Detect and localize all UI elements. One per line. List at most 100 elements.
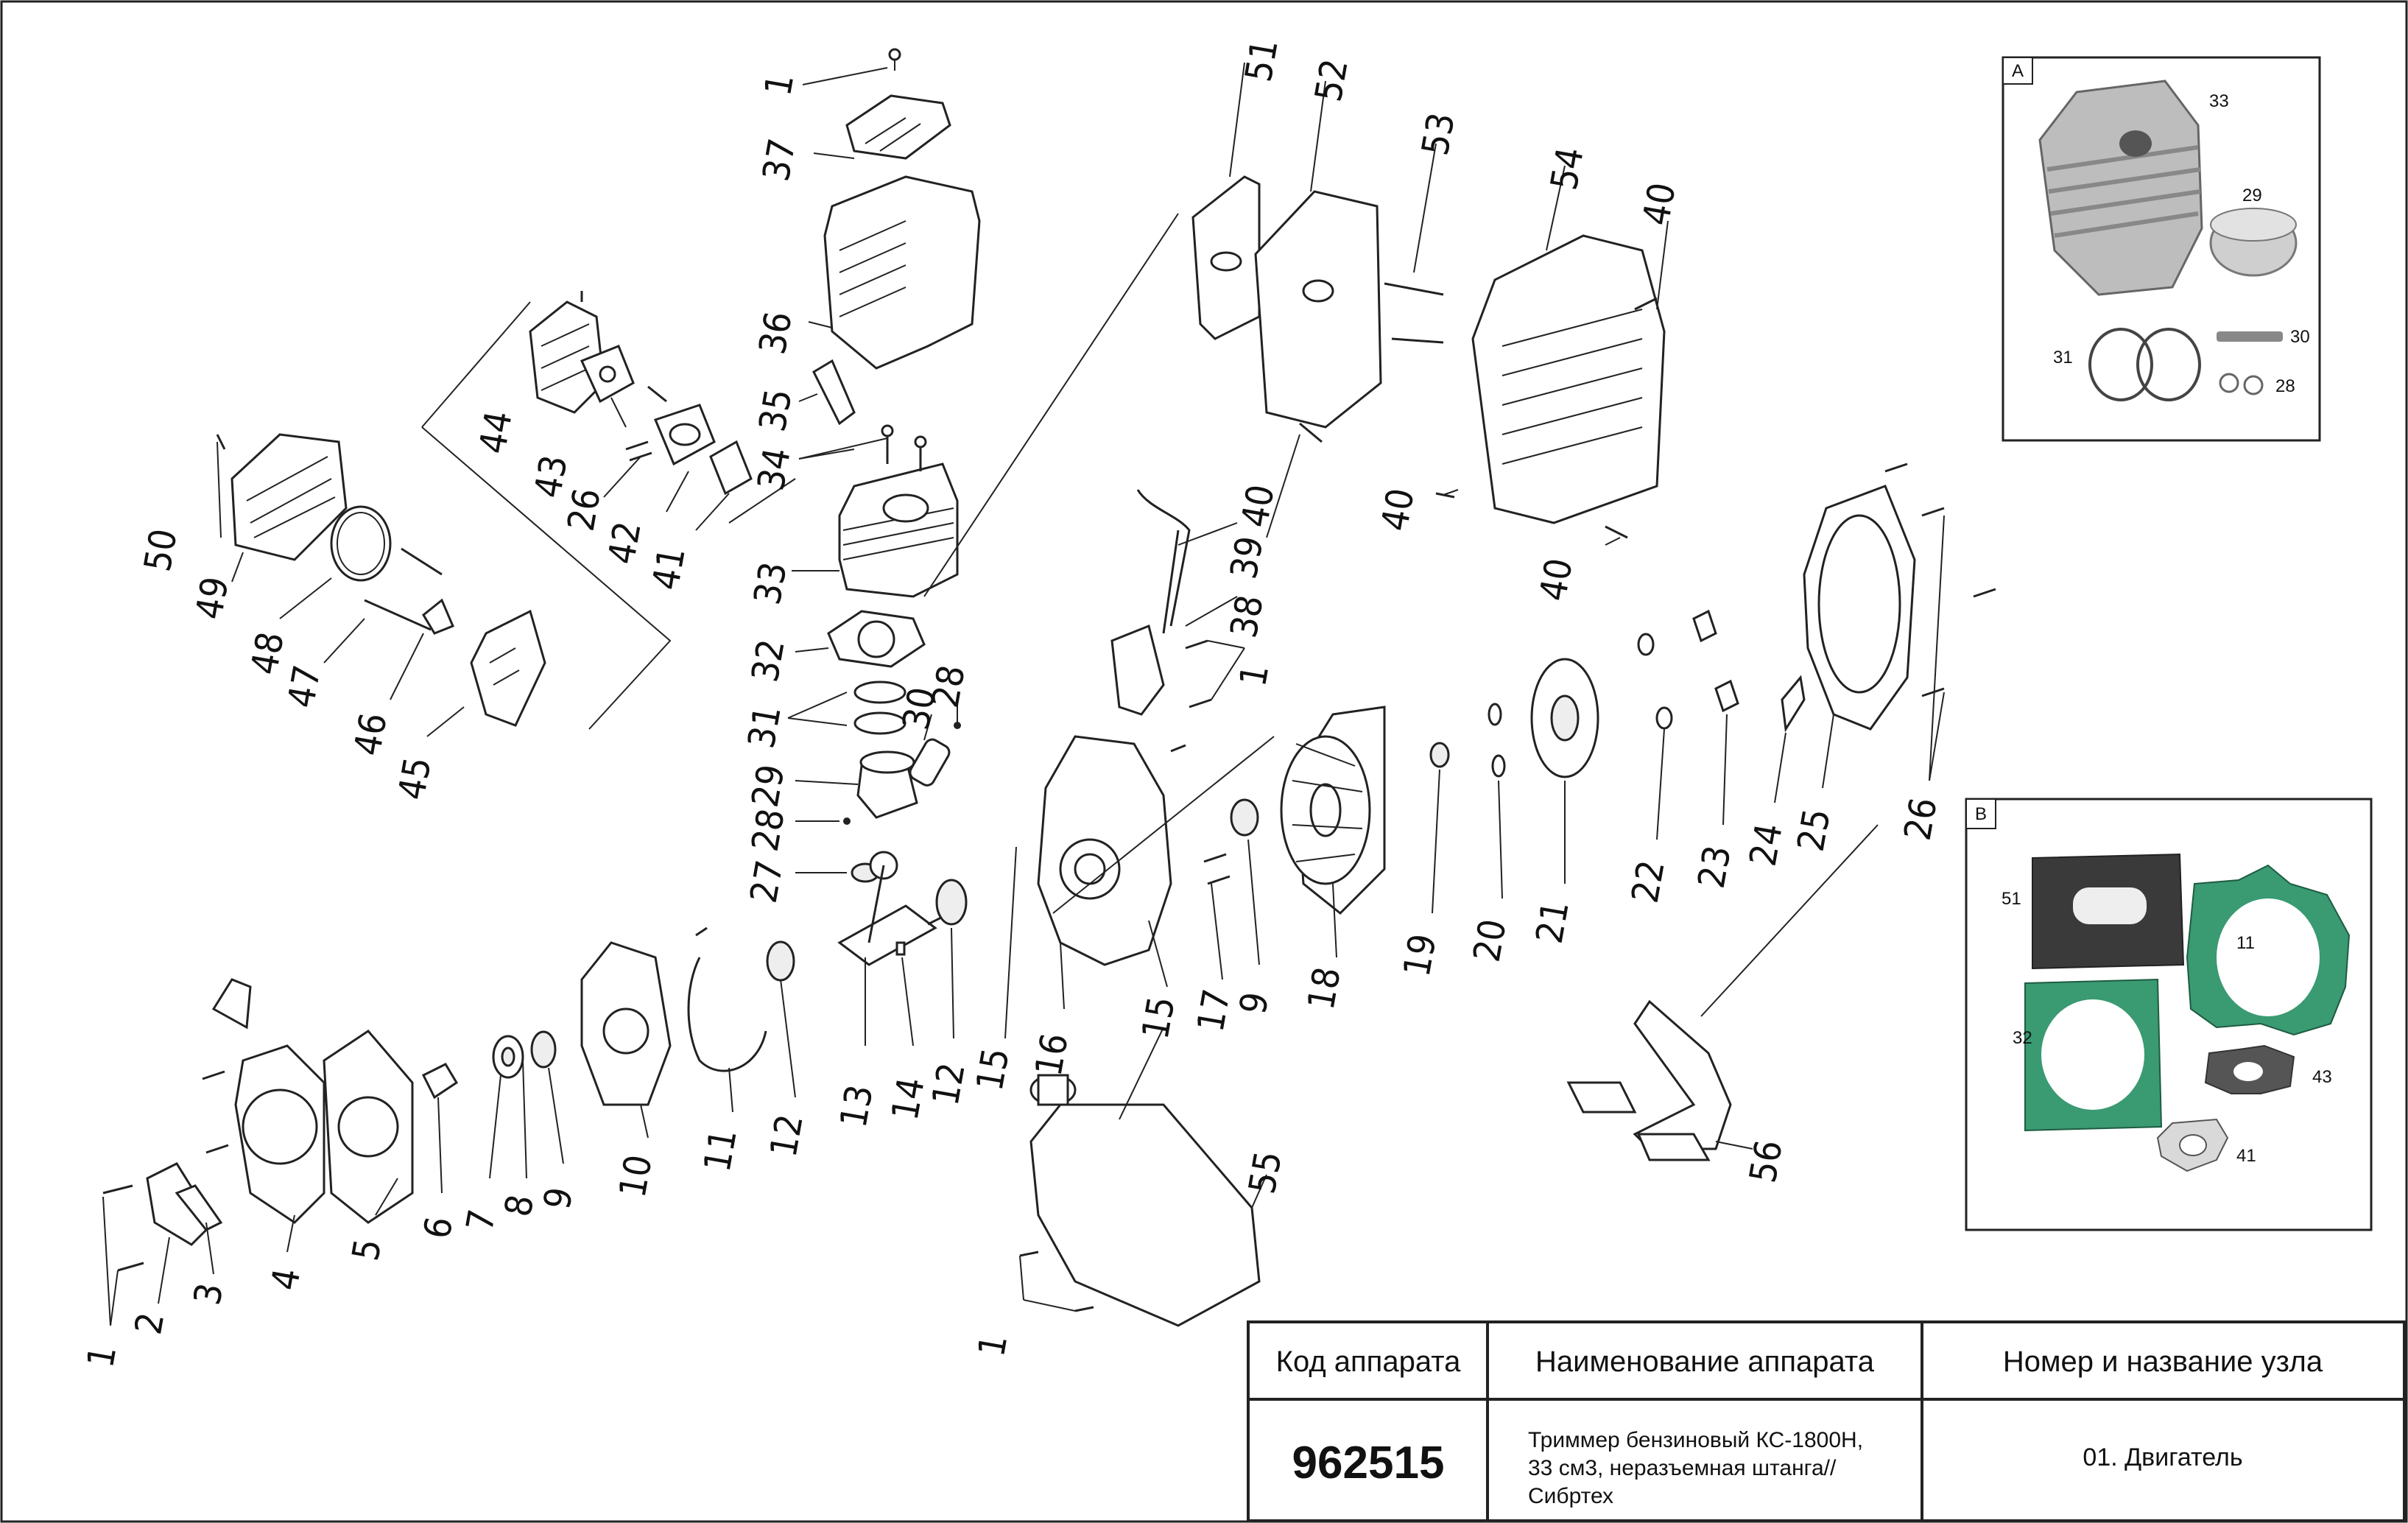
callout-c27: 27 bbox=[742, 857, 792, 906]
callout-c40a: 40 bbox=[1635, 180, 1684, 228]
callout-c39: 39 bbox=[1222, 533, 1272, 582]
callout-c40c: 40 bbox=[1373, 485, 1423, 534]
callout-c12a: 12 bbox=[924, 1060, 974, 1108]
callout-c31: 31 bbox=[740, 703, 789, 751]
callout-c26b: 26 bbox=[1896, 795, 1946, 843]
callout-c15a: 15 bbox=[968, 1045, 1018, 1094]
connector-lines bbox=[102, 62, 1945, 1326]
inset-a-piston-kit: A 33 29 31 30 28 bbox=[2002, 56, 2321, 442]
callout-c9b: 9 bbox=[535, 1184, 581, 1212]
callout-c41: 41 bbox=[644, 544, 694, 593]
clip-icon bbox=[2243, 375, 2264, 395]
callout-c16: 16 bbox=[1027, 1030, 1077, 1079]
callout-c47: 47 bbox=[280, 662, 329, 711]
callout-c21: 21 bbox=[1528, 898, 1577, 946]
header-code: Код аппарата bbox=[1276, 1346, 1461, 1378]
callout-c13: 13 bbox=[832, 1082, 881, 1130]
callout-c25: 25 bbox=[1789, 806, 1839, 854]
callout-c1b: 1 bbox=[1231, 661, 1277, 689]
callout-c18: 18 bbox=[1300, 964, 1349, 1013]
inset-a-label-30: 30 bbox=[2290, 327, 2310, 347]
callout-c22: 22 bbox=[1624, 857, 1673, 906]
callout-c1a: 1 bbox=[756, 71, 802, 99]
inset-a-label-29: 29 bbox=[2242, 186, 2262, 205]
inset-a-label-31: 31 bbox=[2053, 348, 2073, 367]
callout-c44: 44 bbox=[471, 408, 521, 457]
callout-c38: 38 bbox=[1222, 592, 1272, 641]
callout-c36: 36 bbox=[751, 309, 800, 357]
callout-c51: 51 bbox=[1237, 36, 1286, 85]
callout-c11: 11 bbox=[696, 1126, 745, 1175]
device-name-line2: 33 см3, неразъемная штанга// bbox=[1528, 1456, 1837, 1480]
inset-b-label-11: 11 bbox=[2236, 933, 2255, 953]
callout-c24: 24 bbox=[1742, 820, 1791, 869]
callout-c46: 46 bbox=[346, 710, 395, 759]
inset-a-letter: A bbox=[2012, 61, 2024, 81]
callout-c12b: 12 bbox=[762, 1111, 812, 1160]
callout-c5: 5 bbox=[344, 1236, 390, 1264]
callout-c40d: 40 bbox=[1532, 555, 1581, 604]
callout-c43: 43 bbox=[527, 452, 576, 501]
callout-c19: 19 bbox=[1395, 931, 1445, 979]
callout-c28a: 28 bbox=[924, 662, 974, 711]
piston-ring-icon bbox=[2136, 328, 2201, 401]
inset-a-label-33: 33 bbox=[2209, 91, 2229, 111]
callout-c4: 4 bbox=[263, 1265, 309, 1293]
callout-c56: 56 bbox=[1742, 1137, 1791, 1186]
callout-c28b: 28 bbox=[744, 806, 793, 854]
callout-c42: 42 bbox=[600, 518, 649, 567]
device-name-line1: Триммер бензиновый КС-1800Н, bbox=[1528, 1428, 1863, 1452]
inset-b-tag bbox=[1965, 798, 1996, 829]
clip-icon bbox=[2219, 373, 2239, 393]
unit-name: 01. Двигатель bbox=[2083, 1443, 2242, 1471]
title-block-frame bbox=[1247, 1320, 2406, 1522]
callout-c37: 37 bbox=[755, 136, 804, 184]
callout-c32: 32 bbox=[744, 636, 793, 685]
title-block: Код аппарата Наименование аппарата Номер… bbox=[1247, 1320, 2406, 1522]
cylinder-port-icon bbox=[2119, 130, 2152, 157]
callout-c15b: 15 bbox=[1134, 993, 1183, 1042]
callout-c53: 53 bbox=[1414, 110, 1463, 158]
callout-c55: 55 bbox=[1241, 1148, 1290, 1197]
callout-c20: 20 bbox=[1465, 916, 1515, 965]
callout-c34: 34 bbox=[750, 445, 799, 493]
header-unit: Номер и название узла bbox=[2003, 1346, 2323, 1378]
callout-c10: 10 bbox=[611, 1152, 661, 1200]
callout-c23: 23 bbox=[1690, 843, 1739, 891]
callout-c14: 14 bbox=[884, 1074, 933, 1123]
callout-c3: 3 bbox=[186, 1280, 231, 1308]
cylinder-image bbox=[2038, 80, 2203, 296]
inset-b-label-51: 51 bbox=[2002, 889, 2021, 909]
inset-b-label-32: 32 bbox=[2013, 1028, 2032, 1048]
inset-b-label-41: 41 bbox=[2236, 1146, 2256, 1166]
callout-c1d: 1 bbox=[79, 1343, 124, 1371]
callout-c48: 48 bbox=[243, 629, 292, 678]
inset-b-letter: B bbox=[1975, 804, 1987, 824]
callout-c6: 6 bbox=[415, 1214, 461, 1242]
callout-c49: 49 bbox=[188, 574, 237, 622]
callout-c50: 50 bbox=[136, 526, 186, 574]
inset-b-gasket-kit: B 51 11 32 43 41 bbox=[1965, 798, 2373, 1231]
callout-c33: 33 bbox=[746, 559, 795, 608]
callout-c2: 2 bbox=[127, 1309, 172, 1337]
inset-a-label-28: 28 bbox=[2275, 376, 2295, 396]
device-name-line3: Сибртех bbox=[1528, 1484, 1613, 1508]
callout-c17: 17 bbox=[1189, 986, 1239, 1035]
callout-c54: 54 bbox=[1543, 144, 1592, 193]
piston-pin-icon bbox=[2217, 331, 2283, 342]
device-code: 962515 bbox=[1292, 1438, 1445, 1488]
inset-a-tag bbox=[2002, 57, 2033, 85]
callout-c40b: 40 bbox=[1233, 482, 1283, 530]
callout-c35: 35 bbox=[751, 386, 800, 435]
parts-drawing bbox=[102, 48, 1996, 1327]
callout-c29: 29 bbox=[744, 762, 793, 810]
header-name: Наименование аппарата bbox=[1535, 1346, 1875, 1378]
callout-c45: 45 bbox=[390, 754, 440, 803]
callout-c1c: 1 bbox=[970, 1332, 1015, 1360]
callout-c26a: 26 bbox=[560, 485, 609, 534]
callout-c9a: 9 bbox=[1231, 989, 1277, 1017]
callout-c52: 52 bbox=[1307, 56, 1356, 105]
inset-b-label-43: 43 bbox=[2312, 1067, 2332, 1087]
